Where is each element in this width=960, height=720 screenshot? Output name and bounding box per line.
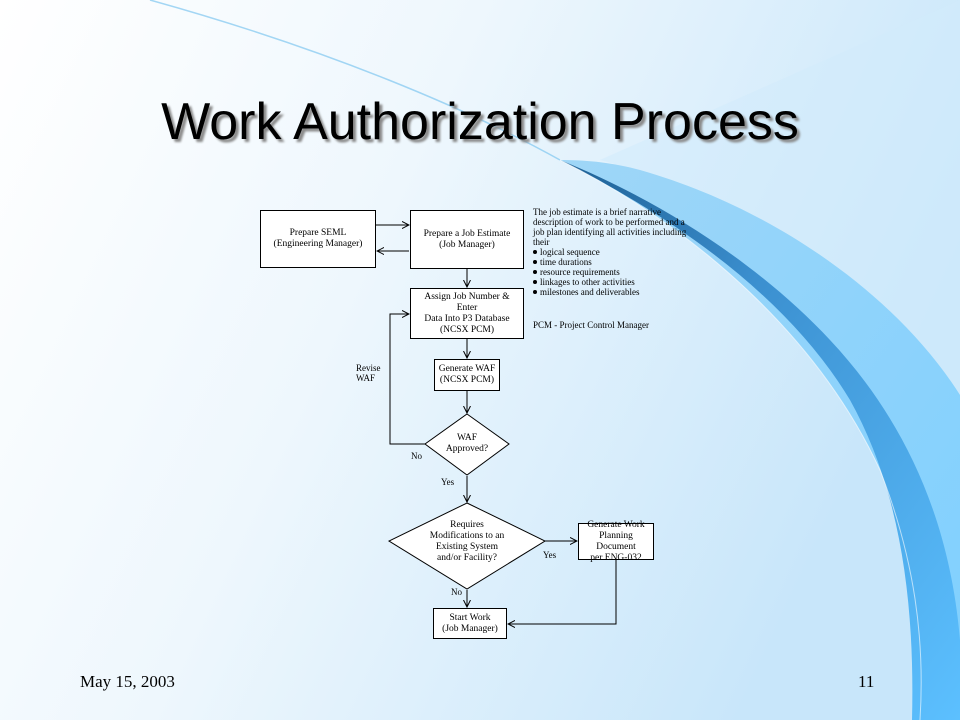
decision-requires-modifications xyxy=(387,502,547,590)
arrow-planning-to-start xyxy=(508,560,617,624)
decision-waf-approved-text: WAF Approved? xyxy=(445,433,489,454)
job-estimate-note-list: logical sequence time durations resource… xyxy=(533,247,693,297)
process-assign-job-number: Assign Job Number & Enter Data Into P3 D… xyxy=(410,288,524,339)
footer-date: May 15, 2003 xyxy=(80,672,175,691)
process-prepare-seml: Prepare SEML (Engineering Manager) xyxy=(260,210,376,268)
note-list-item: milestones and deliverables xyxy=(533,287,693,297)
process-generate-waf-text: Generate WAF (NCSX PCM) xyxy=(438,364,496,385)
note-list-item: resource requirements xyxy=(533,267,693,277)
process-start-work: Start Work (Job Manager) xyxy=(433,608,507,639)
arrow-revise-waf-loop xyxy=(389,314,425,445)
process-generate-waf: Generate WAF (NCSX PCM) xyxy=(434,359,500,391)
note-list-item: linkages to other activities xyxy=(533,277,693,287)
note-list-item: logical sequence xyxy=(533,247,693,257)
process-prepare-job-estimate: Prepare a Job Estimate (Job Manager) xyxy=(410,210,524,269)
process-generate-work-planning-text: Generate Work Planning Document per ENG-… xyxy=(587,519,645,563)
process-prepare-job-estimate-text: Prepare a Job Estimate (Job Manager) xyxy=(423,228,511,250)
label-revise-waf: Revise WAF xyxy=(356,363,381,383)
pcm-definition: PCM - Project Control Manager xyxy=(533,320,649,330)
label-no-modifications: No xyxy=(451,587,462,597)
job-estimate-note: The job estimate is a brief narrative de… xyxy=(533,207,693,297)
process-assign-job-number-text: Assign Job Number & Enter Data Into P3 D… xyxy=(424,291,510,335)
job-estimate-note-intro: The job estimate is a brief narrative de… xyxy=(533,207,687,247)
slide-title: Work Authorization Process xyxy=(161,93,799,151)
label-yes-waf: Yes xyxy=(441,477,455,487)
decision-waf-approved xyxy=(424,413,510,476)
process-generate-work-planning: Generate Work Planning Document per ENG-… xyxy=(578,520,654,563)
process-start-work-text: Start Work (Job Manager) xyxy=(442,612,498,634)
decision-requires-modifications-text: Requires Modifications to an Existing Sy… xyxy=(429,520,505,563)
process-prepare-seml-text: Prepare SEML (Engineering Manager) xyxy=(273,228,363,249)
label-yes-modifications: Yes xyxy=(543,550,557,560)
note-list-item: time durations xyxy=(533,257,693,267)
footer-page-number: 11 xyxy=(858,672,875,691)
label-no-waf: No xyxy=(411,451,422,461)
